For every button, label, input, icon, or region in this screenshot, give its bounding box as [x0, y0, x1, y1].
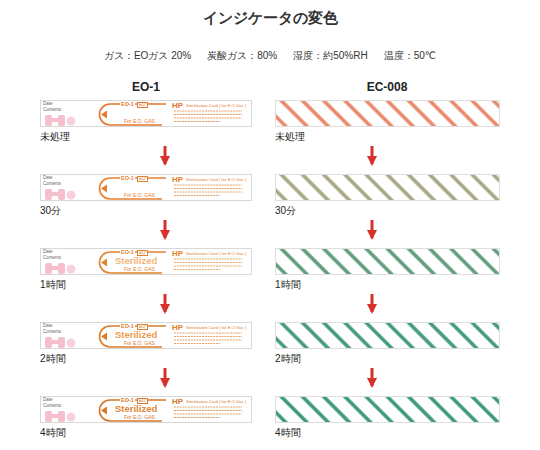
- card-print: Sterilization Card ( for E.O.Gas ): [186, 178, 246, 182]
- time-label: 30分: [40, 205, 61, 217]
- card-print: Sterilization Card ( for E.O.Gas ): [186, 104, 246, 108]
- time-label: 4時間: [275, 427, 301, 439]
- condition-text: 炭酸ガス：80%: [207, 50, 277, 62]
- indicator-strip: 1時間: [275, 248, 500, 275]
- card-print: Date: [43, 250, 53, 255]
- flow-arrow: [371, 146, 374, 164]
- card-print: EO-1: [120, 398, 135, 404]
- card-print: For E.O. GAS: [124, 119, 155, 124]
- card-print: For E.O. GAS: [124, 193, 155, 198]
- card-print: EO-1: [120, 250, 135, 256]
- indicator-strip: 2時間: [275, 322, 500, 349]
- time-label: 2時間: [275, 353, 301, 365]
- card-print: EO-1: [120, 324, 135, 330]
- card-print: Sterilized: [115, 330, 157, 340]
- card-print: Contents: [43, 404, 61, 409]
- card-print: Contents: [43, 182, 61, 187]
- time-label: 1時間: [40, 279, 66, 291]
- indicator-strip: 4時間: [275, 396, 500, 423]
- indicator-card: DateContentsEO-1EOSterilizedFor E.O. GAS…: [40, 322, 252, 349]
- card-print: Sterilization Card ( for E.O.Gas ): [186, 326, 246, 330]
- time-label: 4時間: [40, 427, 66, 439]
- card-print: For E.O. GAS: [124, 267, 155, 272]
- time-label: 1時間: [275, 279, 301, 291]
- indicator-strip: 30分: [275, 174, 500, 201]
- flow-arrow: [371, 368, 374, 386]
- card-print: HP: [172, 176, 183, 184]
- indicator-card: DateContentsEO-1EOSterilizedFor E.O. GAS…: [40, 248, 252, 275]
- indicator-strip: 未処理: [275, 100, 500, 127]
- flow-arrow: [164, 146, 167, 164]
- card-print: EO-1: [120, 102, 135, 108]
- card-print: HP: [172, 324, 183, 332]
- card-print: Date: [43, 102, 53, 107]
- condition-text: 温度：50℃: [384, 50, 436, 62]
- time-label: 30分: [275, 205, 296, 217]
- card-print: HP: [172, 102, 183, 110]
- flow-arrow: [371, 294, 374, 312]
- time-label: 未処理: [275, 131, 305, 143]
- title: インジケータの変色: [0, 9, 540, 27]
- time-label: 未処理: [40, 131, 70, 143]
- card-print: EO: [137, 102, 148, 109]
- card-print: Date: [43, 324, 53, 329]
- flow-arrow: [164, 368, 167, 386]
- condition-text: ガス：EOガス 20%: [104, 50, 191, 62]
- card-print: For E.O. GAS: [124, 415, 155, 420]
- column-header: EO-1: [46, 80, 246, 94]
- card-print: Contents: [43, 108, 61, 113]
- stripe-artwork: [275, 396, 500, 423]
- stripe-artwork: [275, 174, 500, 201]
- column-header: EC-008: [287, 80, 487, 94]
- flow-arrow: [164, 294, 167, 312]
- condition-text: 湿度：約50%RH: [293, 50, 367, 62]
- flow-arrow: [164, 220, 167, 238]
- card-print: Date: [43, 176, 53, 181]
- card-print: HP: [172, 250, 183, 258]
- card-print: Sterilized: [115, 256, 157, 266]
- card-print: Contents: [43, 330, 61, 335]
- time-label: 2時間: [40, 353, 66, 365]
- stripe-artwork: [275, 322, 500, 349]
- card-print: Contents: [43, 256, 61, 261]
- stripe-artwork: [275, 100, 500, 127]
- card-print: Sterilization Card ( for E.O.Gas ): [186, 400, 246, 404]
- card-print: Date: [43, 398, 53, 403]
- indicator-card: DateContents EO-1EO For E.O. GAS HPSteriliz…: [40, 174, 252, 201]
- flow-arrow: [371, 220, 374, 238]
- card-print: For E.O. GAS: [124, 341, 155, 346]
- indicator-card: DateContents EO-1EO For E.O. GAS HPSteriliz…: [40, 100, 252, 127]
- card-print: Sterilization Card ( for E.O.Gas ): [186, 252, 246, 256]
- stripe-artwork: [275, 248, 500, 275]
- card-print: EO: [137, 176, 148, 183]
- indicator-card: DateContentsEO-1EOSterilizedFor E.O. GAS…: [40, 396, 252, 423]
- card-print: HP: [172, 398, 183, 406]
- card-print: Sterilized: [115, 404, 157, 414]
- card-print: EO-1: [120, 176, 135, 182]
- condition-row: ガス：EOガス 20% 炭酸ガス：80% 湿度：約50%RH 温度：50℃: [0, 50, 540, 62]
